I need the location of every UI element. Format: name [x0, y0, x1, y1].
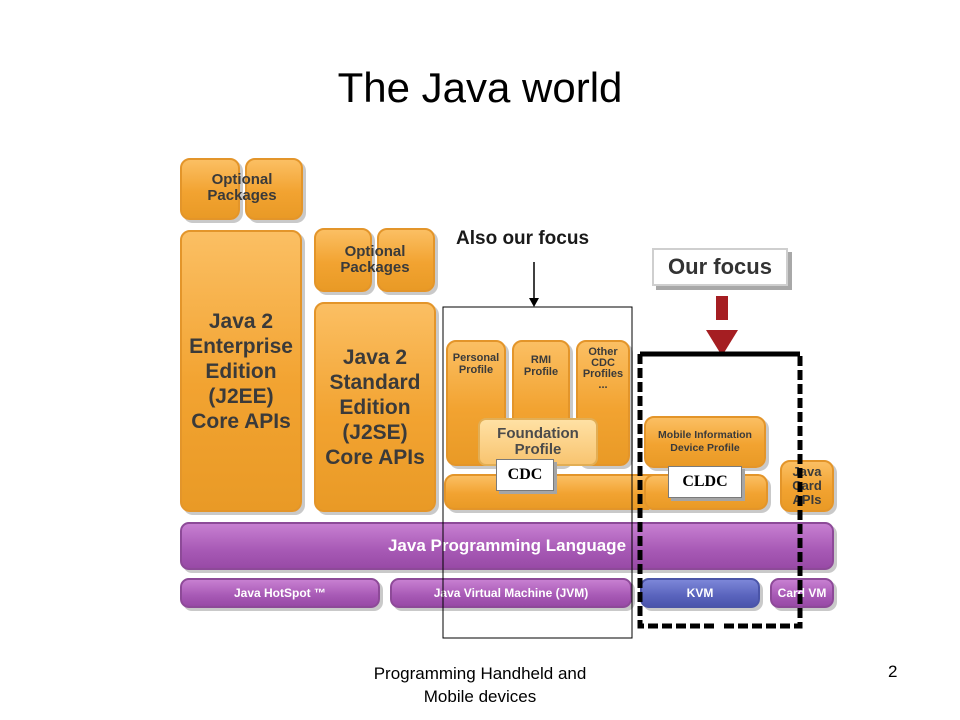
java-programming-language-bar: Java Programming Language	[180, 522, 834, 570]
optional-packages-j2se-label: Optional Packages	[340, 243, 410, 276]
optional-packages-j2ee-label: Optional Packages	[207, 171, 277, 204]
card-vm: Card VM	[770, 578, 834, 608]
midp-block: Mobile Information Device Profile	[644, 416, 766, 468]
optional-packages-j2ee	[180, 158, 240, 220]
focus-arrow-shaft	[716, 296, 728, 320]
optional-packages-j2se	[314, 228, 372, 292]
j2ee-core-apis: Java 2 Enterprise Edition (J2EE) Core AP…	[180, 230, 302, 512]
our-focus-box: Our focus	[652, 248, 788, 286]
also-focus-arrow-head	[529, 298, 539, 307]
optional-packages-j2ee-right	[245, 158, 303, 220]
also-our-focus-label: Also our focus	[456, 228, 590, 249]
java-hotspot: Java HotSpot ™	[180, 578, 380, 608]
slide-footer: Programming Handheld and Mobile devices	[373, 664, 587, 706]
cldc-label: CLDC	[668, 466, 742, 498]
jvm: Java Virtual Machine (JVM)	[390, 578, 632, 608]
kvm: KVM	[640, 578, 760, 608]
cdc-label: CDC	[496, 459, 554, 491]
slide-title: The Java world	[337, 64, 623, 111]
optional-packages-j2se-right	[377, 228, 435, 292]
foundation-profile: Foundation Profile	[478, 418, 598, 466]
page-number: 2	[888, 662, 898, 681]
focus-arrow-head	[706, 330, 738, 356]
j2se-core-apis: Java 2 Standard Edition (J2SE) Core APIs	[314, 302, 436, 512]
also-focus-rect	[442, 306, 633, 639]
focus-dashed-border	[637, 354, 803, 629]
